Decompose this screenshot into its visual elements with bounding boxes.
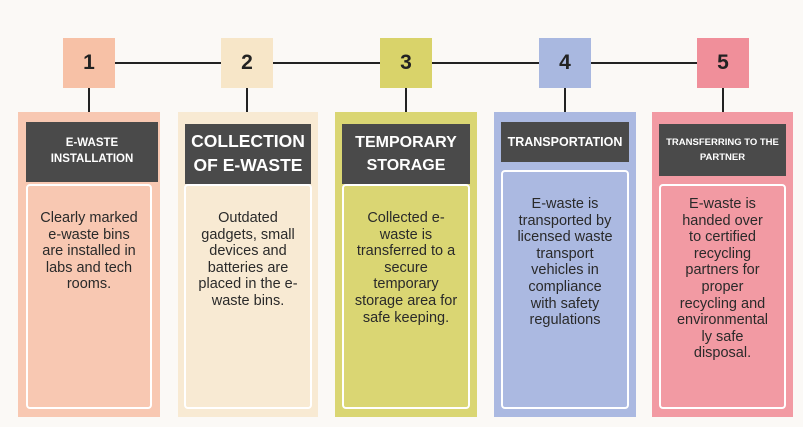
- step-card-collection: COLLECTION OF E-WASTE Outdated gadgets, …: [178, 112, 318, 417]
- description-line: are installed in: [42, 243, 136, 260]
- step-title: E-WASTE INSTALLATION: [26, 122, 158, 182]
- card-inner-border: [184, 184, 312, 409]
- step-card-temporary-storage: TEMPORARY STORAGE Collected e- waste is …: [335, 112, 477, 417]
- step-description: E-waste is transported by licensed waste…: [501, 196, 629, 329]
- step-title-line: TRANSPORTATION: [507, 134, 623, 149]
- description-line: vehicles in: [531, 262, 599, 279]
- description-line: e-waste bins: [48, 226, 130, 243]
- connector-1: [88, 88, 90, 112]
- description-line: gadgets, small: [201, 226, 295, 243]
- step-description: Clearly marked e-waste bins are installe…: [26, 210, 152, 293]
- step-number-3: 3: [380, 38, 432, 88]
- description-line: E-waste is: [689, 196, 756, 212]
- description-line: labs and tech: [45, 259, 133, 276]
- description-line: waste bins.: [211, 292, 285, 309]
- step-title: COLLECTION OF E-WASTE: [185, 124, 311, 184]
- description-line: secure: [384, 259, 428, 276]
- description-line: compliance: [528, 278, 602, 295]
- step-title: TRANSPORTATION: [501, 122, 629, 162]
- step-title-line: TEMPORARY: [355, 133, 457, 151]
- step-title-line: STORAGE: [366, 157, 446, 174]
- description-line: temporary: [373, 276, 439, 293]
- description-line: transported by: [518, 212, 612, 229]
- step-number-1: 1: [63, 38, 115, 88]
- connector-2: [246, 88, 248, 112]
- card-inner-border: [342, 184, 470, 409]
- description-line: licensed waste: [517, 229, 613, 246]
- step-title: TRANSFERRING TO THE PARTNER: [659, 124, 786, 176]
- description-line: handed over: [682, 212, 763, 229]
- card-inner-border: [501, 170, 629, 409]
- description-line: recycling: [693, 245, 752, 262]
- step-description: Outdated gadgets, small devices and batt…: [184, 210, 312, 310]
- connector-4: [564, 88, 566, 112]
- step-number-2: 2: [221, 38, 273, 88]
- step-number-5: 5: [697, 38, 749, 88]
- description-line: to certified: [689, 229, 756, 246]
- description-line: regulations: [529, 312, 601, 329]
- description-line: transferred to a: [356, 243, 456, 260]
- step-title-line: TRANSFERRING TO THE: [666, 136, 779, 148]
- description-line: proper: [701, 278, 744, 295]
- description-line: Collected e-: [367, 210, 445, 226]
- step-title-line: OF E-WASTE: [193, 155, 303, 175]
- step-card-transportation: TRANSPORTATION E-waste is transported by…: [494, 112, 636, 417]
- step-description: E-waste is handed over to certified recy…: [659, 196, 786, 362]
- description-line: placed in the e-: [198, 276, 298, 293]
- description-line: storage area for: [354, 292, 458, 309]
- card-inner-border: [26, 184, 152, 409]
- step-title: TEMPORARY STORAGE: [342, 124, 470, 184]
- step-title-line: PARTNER: [699, 152, 746, 163]
- description-line: with safety: [530, 295, 600, 312]
- step-title-line: COLLECTION: [191, 131, 305, 152]
- description-line: disposal.: [693, 345, 752, 362]
- step-description: Collected e- waste is transferred to a s…: [342, 210, 470, 326]
- step-number-4: 4: [539, 38, 591, 88]
- description-line: Clearly marked: [40, 210, 138, 226]
- step-card-transferring: TRANSFERRING TO THE PARTNER E-waste is h…: [652, 112, 793, 417]
- description-line: rooms.: [66, 276, 112, 293]
- description-line: waste is: [379, 226, 433, 243]
- connector-3: [405, 88, 407, 112]
- description-line: Outdated: [218, 210, 278, 226]
- description-line: devices and: [209, 243, 287, 260]
- description-line: transport: [536, 245, 594, 262]
- card-inner-border: [659, 184, 786, 409]
- description-line: recycling and: [679, 295, 766, 312]
- step-card-installation: E-WASTE INSTALLATION Clearly marked e-wa…: [18, 112, 160, 417]
- description-line: ly safe: [701, 328, 744, 345]
- connector-5: [722, 88, 724, 112]
- step-title-line: INSTALLATION: [50, 153, 134, 165]
- description-line: batteries are: [207, 259, 289, 276]
- description-line: partners for: [685, 262, 760, 279]
- step-title-line: E-WASTE: [65, 137, 119, 150]
- description-line: E-waste is: [531, 196, 599, 212]
- description-line: environmental: [676, 312, 769, 329]
- description-line: safe keeping.: [362, 309, 450, 326]
